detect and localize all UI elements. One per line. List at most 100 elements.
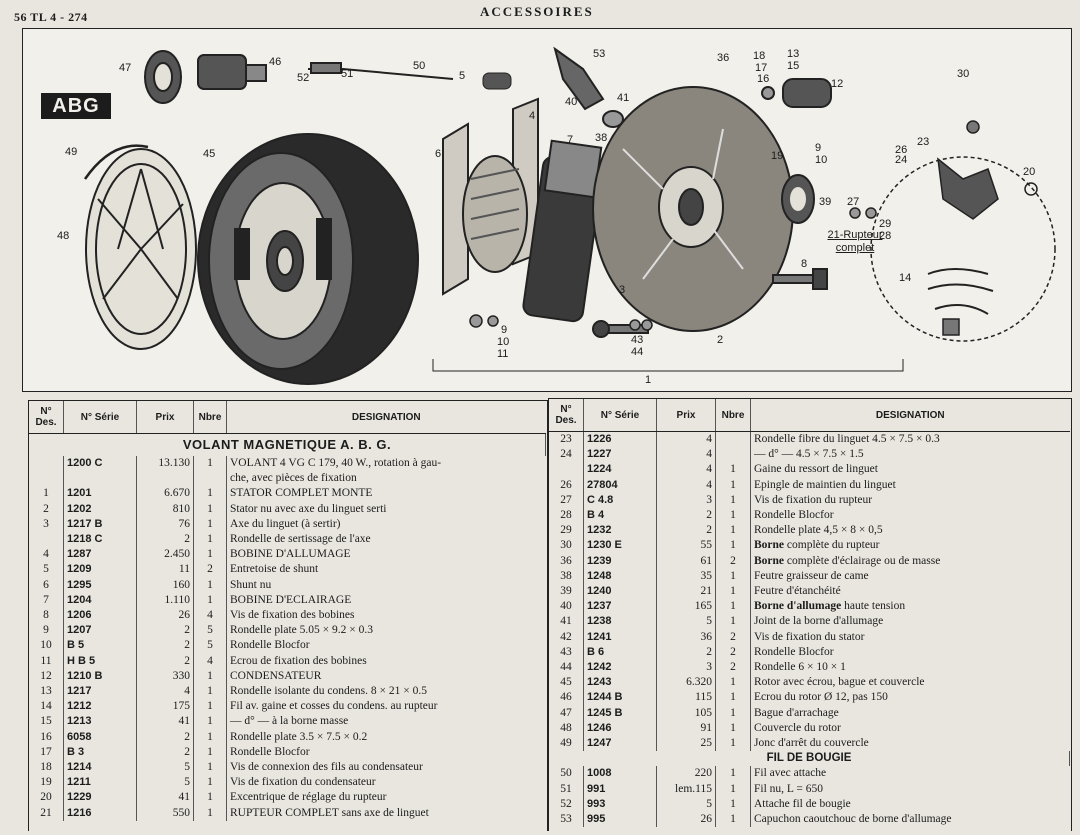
serie-cell: 1229 [63, 790, 137, 806]
qty-cell: 1 [193, 486, 227, 502]
callout-19: 19 [771, 150, 783, 162]
designation-cell: Rondelle plate 5.05 × 9.2 × 0.3 [230, 624, 373, 637]
section-title: FIL DE BOUGIE [549, 751, 1070, 767]
callout-23: 23 [917, 136, 929, 148]
qty-cell: 1 [715, 781, 751, 797]
serie-cell: 1248 [583, 568, 657, 585]
des-cell: 20 [29, 790, 64, 806]
qty-cell: 1 [715, 508, 751, 524]
serie-cell: 1224 [583, 462, 657, 478]
des-cell: 7 [29, 592, 64, 609]
price-cell: 4 [656, 447, 716, 463]
des-cell: 17 [29, 744, 64, 761]
callout-17: 17 [755, 62, 767, 74]
rotor-drawing [197, 133, 419, 385]
designation-cell: Vis de connexion des fils au condensateu… [230, 761, 423, 774]
callout-11: 11 [497, 348, 508, 360]
qty-cell: 2 [715, 660, 751, 676]
qty-cell: 1 [193, 699, 227, 715]
designation-cell: Stator nu avec axe du linguet serti [230, 502, 387, 515]
designation-cell: Fil av. gaine et cosses du condens. au r… [230, 700, 438, 713]
callout-labels: 47 46 52 51 50 5 53 36 18 17 16 13 15 12… [57, 48, 1035, 386]
serie-cell: 1212 [63, 699, 137, 715]
qty-cell: 1 [715, 766, 751, 782]
serie-cell: 1210 B [63, 668, 137, 685]
serie-cell: 1287 [63, 547, 137, 563]
des-cell [29, 532, 64, 548]
designation-cell: Rondelle fibre du linguet 4.5 × 7.5 × 0.… [754, 433, 940, 445]
price-cell: 3 [656, 492, 716, 509]
qty-cell: 4 [193, 608, 227, 624]
callout-20: 20 [1023, 166, 1035, 178]
des-cell: 49 [549, 736, 584, 752]
price-cell: 61 [656, 553, 716, 569]
callout-38: 38 [595, 132, 607, 144]
breaker-assembly-label: 21-Rupteur complet [827, 229, 883, 254]
col-header-des: N° Des. [29, 401, 64, 434]
price-cell: 2 [136, 623, 194, 639]
callout-2: 2 [717, 334, 723, 346]
serie-cell: 1246 [583, 720, 657, 737]
designation-cell: Joint de la borne d'allumage [754, 615, 884, 628]
serie-cell: B 4 [583, 508, 657, 524]
des-cell: 29 [549, 523, 584, 539]
price-cell: 4 [656, 431, 716, 448]
price-cell: 2 [136, 729, 194, 745]
des-cell: 28 [549, 508, 584, 524]
des-cell: 16 [29, 729, 64, 745]
price-cell: 2 [136, 532, 194, 548]
price-cell: 2.450 [136, 547, 194, 563]
serie-cell: 1240 [583, 584, 657, 600]
serie-cell: 1243 [583, 675, 657, 691]
price-cell: 2 [136, 653, 194, 669]
qty-cell: 1 [193, 532, 227, 548]
callout-9b: 9 [501, 324, 507, 336]
left-parts-table-frame [28, 400, 548, 831]
des-cell: 15 [29, 714, 64, 730]
qty-cell: 1 [715, 796, 751, 813]
designation-cell: Vis de fixation des bobines [230, 609, 355, 622]
price-cell: 550 [136, 805, 194, 821]
price-cell: 35 [656, 568, 716, 585]
serie-cell: 991 [583, 781, 657, 797]
serie-cell [63, 471, 137, 487]
designation-cell: Feutre d'étanchéité [754, 585, 841, 598]
designation-cell: Epingle de maintien du linguet [754, 478, 896, 491]
callout-1: 1 [645, 374, 651, 386]
designation-cell: Bague d'arrachage [754, 706, 839, 719]
callout-5: 5 [459, 70, 465, 82]
col-header-nbre: Nbre [193, 401, 227, 434]
des-cell: 19 [29, 775, 64, 791]
serie-cell: 1239 [583, 553, 657, 569]
price-cell: 36 [656, 629, 716, 645]
price-cell: 2 [656, 523, 716, 539]
price-cell: 5 [136, 760, 194, 776]
des-cell: 52 [549, 796, 584, 813]
des-cell: 41 [549, 614, 584, 630]
serie-cell: 1202 [63, 501, 137, 517]
col-header-serie: N° Série [583, 399, 657, 432]
callout-12: 12 [831, 78, 843, 90]
qty-cell: 2 [715, 629, 751, 645]
des-cell: 5 [29, 562, 64, 578]
designation-cell: Vis de fixation du condensateur [230, 776, 376, 789]
serie-cell: 1008 [583, 766, 657, 782]
callout-7: 7 [567, 134, 573, 146]
price-cell: 41 [136, 714, 194, 730]
designation-cell: Rondelle Blocfor [754, 509, 834, 522]
serie-cell: 1245 B [583, 705, 657, 721]
serie-cell: 27804 [583, 477, 657, 493]
